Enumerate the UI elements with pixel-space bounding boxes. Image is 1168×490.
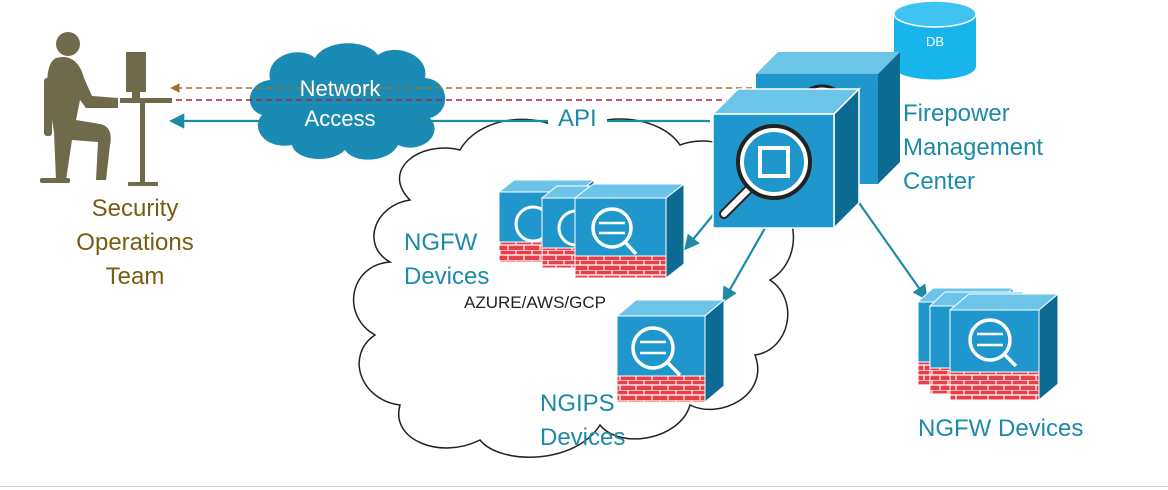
cloud-providers-text: AZURE/AWS/GCP xyxy=(464,293,606,312)
api-label: API xyxy=(548,102,607,136)
security-team-line-1: Security xyxy=(91,195,179,222)
security-team-line-3: Team xyxy=(105,263,165,290)
api-label-text: API xyxy=(558,105,597,132)
ngfw-cloud-line-2: Devices xyxy=(404,263,490,290)
fmc-line-1: Firepower xyxy=(903,100,1010,127)
ngips-line-2: Devices xyxy=(540,424,626,451)
network-access-label: Network Access xyxy=(280,74,400,134)
fmc-label: Firepower Management Center xyxy=(903,97,1103,199)
ngips-device xyxy=(615,298,726,404)
fmc-line-3: Center xyxy=(903,168,976,195)
db-label: DB xyxy=(915,34,955,50)
security-operator-icon xyxy=(40,32,172,186)
ngfw-cloud-device-3 xyxy=(573,182,686,280)
security-team-label: Security Operations Team xyxy=(55,192,215,294)
ngfw-right-text: NGFW Devices xyxy=(918,415,1084,442)
db-label-text: DB xyxy=(925,34,945,49)
network-access-cloud xyxy=(249,43,446,160)
network-access-line-1: Network xyxy=(299,76,381,101)
security-team-line-2: Operations xyxy=(76,229,194,256)
ngfw-cloud-line-1: NGFW xyxy=(404,229,478,256)
fmc-server-icon xyxy=(711,87,861,230)
fmc-to-ngfw-right-line xyxy=(856,199,928,301)
cloud-providers-label: AZURE/AWS/GCP xyxy=(464,286,644,320)
fmc-line-2: Management xyxy=(903,134,1044,161)
ngfw-right-device-3 xyxy=(948,292,1060,402)
ngips-line-1: NGIPS xyxy=(540,390,615,417)
database-icon xyxy=(893,0,977,80)
ngfw-cloud-label: NGFW Devices xyxy=(404,226,504,294)
ngips-label: NGIPS Devices xyxy=(540,387,640,455)
ngfw-right-label: NGFW Devices xyxy=(918,412,1118,446)
bottom-divider xyxy=(0,486,1168,487)
network-access-line-2: Access xyxy=(304,106,376,131)
fmc-to-ngips-line xyxy=(722,227,766,303)
